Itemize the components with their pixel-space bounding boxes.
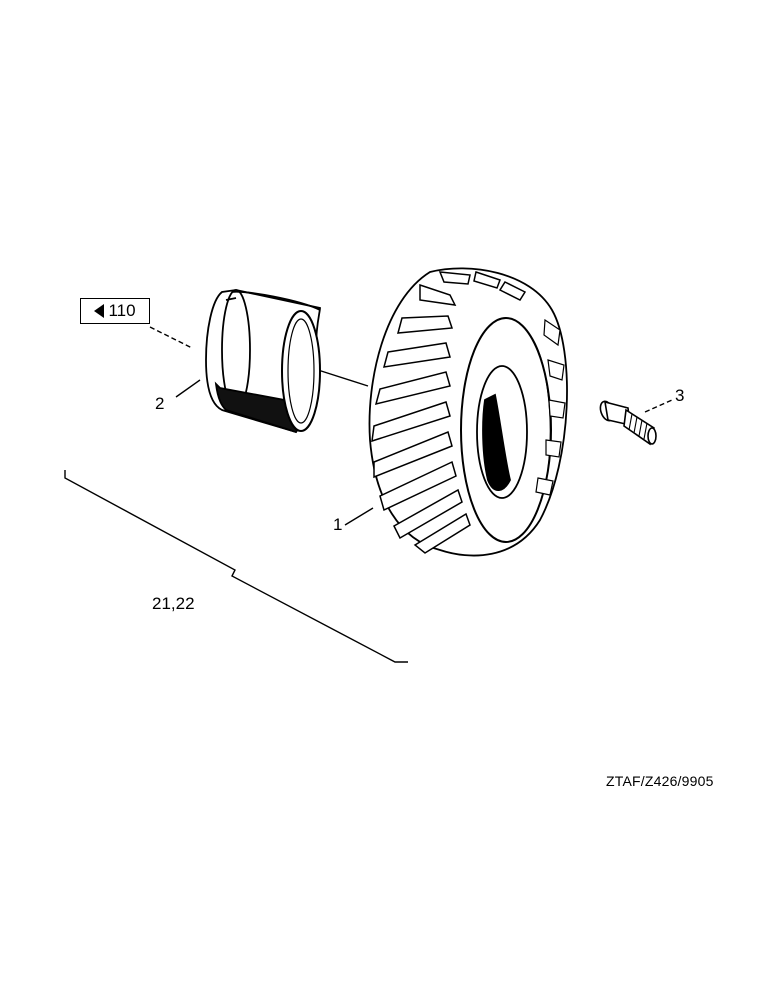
tire-icon bbox=[368, 267, 568, 557]
callout-3: 3 bbox=[675, 386, 685, 405]
leader-1 bbox=[344, 507, 374, 526]
left-arrow-icon bbox=[94, 304, 105, 318]
callout-group: 21,22 bbox=[152, 594, 195, 613]
assembly-bracket bbox=[64, 470, 408, 663]
tread-lugs bbox=[371, 271, 527, 554]
valve-stem-icon bbox=[599, 400, 657, 446]
rim-icon bbox=[205, 289, 321, 434]
callout-2: 2 bbox=[155, 394, 165, 413]
leader-3 bbox=[644, 399, 673, 413]
leader-ref bbox=[149, 326, 193, 349]
reference-page: 110 bbox=[108, 301, 136, 320]
leader-2 bbox=[175, 379, 201, 398]
drawing-code: ZTAF/Z426/9905 bbox=[606, 773, 714, 789]
leader-lines bbox=[149, 326, 673, 526]
leader-rim-to-tire bbox=[317, 369, 369, 387]
callout-1: 1 bbox=[333, 515, 343, 534]
reference-link[interactable]: 110 bbox=[80, 298, 150, 324]
